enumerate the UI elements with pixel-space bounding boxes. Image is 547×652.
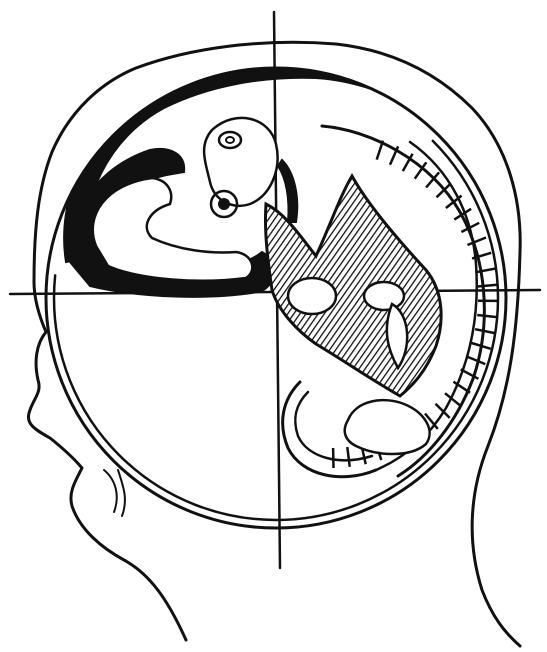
vertebra-segment [377, 141, 383, 160]
vertebra-segment [475, 269, 495, 273]
vertebra-segment [467, 357, 486, 365]
vertebra-segment [467, 238, 486, 246]
vertebra-segment [477, 285, 497, 287]
ear-line [104, 470, 117, 512]
cavity-1 [288, 278, 336, 314]
limb-bud [345, 400, 430, 454]
neck-crease [118, 470, 125, 516]
cavity-2 [364, 282, 404, 310]
forebrain [204, 118, 277, 206]
vertebra-segment [477, 315, 497, 317]
embryo [64, 66, 498, 477]
eye-pupil [218, 198, 230, 210]
vertebra-segment [347, 447, 349, 467]
